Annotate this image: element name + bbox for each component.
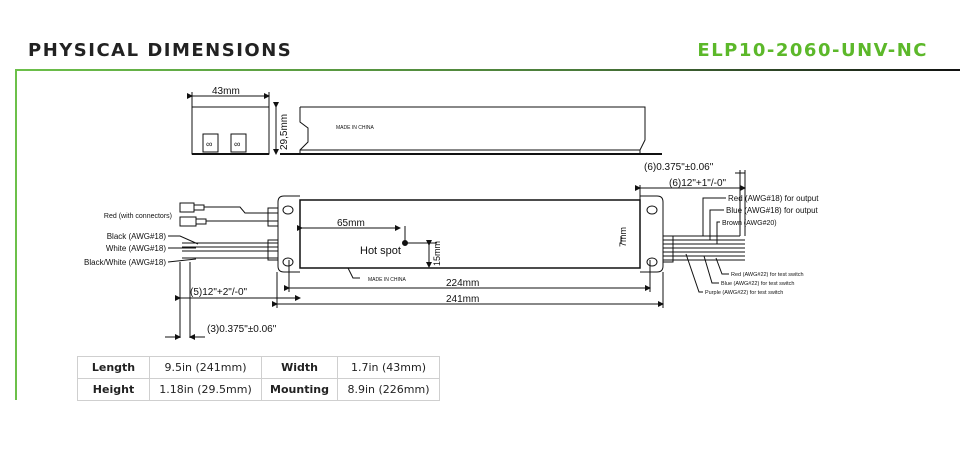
spec-label: Width [261,356,338,379]
wire-label: Black/White (AWG#18) [84,258,166,267]
spec-label: Height [77,378,150,401]
right-wire-labels: Red (AWG#18) for output Blue (AWG#18) fo… [705,194,819,296]
left-border [15,69,17,400]
width-dim: 43mm [212,86,240,97]
page-title: PHYSICAL DIMENSIONS [28,40,293,61]
wire-label: Purple (AWG#22) for test switch [705,290,783,296]
wire-label: Red (AWG#18) for output [728,194,819,203]
table-row: Length 9.5in (241mm) Width 1.7in (43mm) [77,356,440,379]
right-offset-dim: 7mm [618,227,628,247]
wire-label: Brown (AWG#20) [722,220,777,227]
svg-text:∞: ∞ [234,139,240,149]
side-made-in: MADE IN CHINA [336,125,374,131]
specs-table: Length 9.5in (241mm) Width 1.7in (43mm) … [77,356,440,401]
height-dim: 29,5mm [279,114,290,150]
right-strip-length: (6)0.375"±0.06" [644,162,714,173]
mounting-length: 224mm [446,278,479,289]
model-number: ELP10-2060-UNV-NC [697,40,928,61]
hot-spot-label: Hot spot [360,245,401,257]
side-view: MADE IN CHINA [280,106,662,155]
header-divider [15,69,960,71]
body-made-in: MADE IN CHINA [368,277,406,283]
wire-label: Blue (AWG#22) for test switch [721,281,794,287]
top-view: 65mm Hot spot 15mm MADE IN CHINA 7mm [179,195,745,283]
wire-label: White (AWG#18) [106,244,166,253]
svg-text:∞: ∞ [206,139,212,149]
total-length: 241mm [446,294,479,305]
hot-spot-distance: 65mm [337,218,365,229]
wire-label: Black (AWG#18) [107,232,167,241]
wire-label: Red (with connectors) [104,213,172,220]
length-dimensions: 224mm 241mm (5)12"+2"/-0" (3)0.375"±0.06… [165,162,746,340]
spec-label: Length [77,356,150,379]
right-lead-length: (6)12"+1"/-0" [669,178,727,189]
wire-label: Blue (AWG#18) for output [726,206,819,215]
left-lead-length: (5)12"+2"/-0" [190,287,248,298]
table-row: Height 1.18in (29.5mm) Mounting 8.9in (2… [77,378,440,401]
spec-value: 9.5in (241mm) [149,356,262,379]
spec-value: 1.18in (29.5mm) [149,378,262,401]
spec-value: 1.7in (43mm) [337,356,440,379]
spec-value: 8.9in (226mm) [337,378,440,401]
end-view: ∞ ∞ 43mm 29,5mm [187,86,290,155]
hot-spot-height: 15mm [432,241,442,266]
left-strip-length: (3)0.375"±0.06" [207,324,277,335]
wire-label: Red (AWG#22) for test switch [731,272,804,278]
left-wire-labels: Red (with connectors) Black (AWG#18) Whi… [84,213,172,267]
spec-label: Mounting [261,378,338,401]
